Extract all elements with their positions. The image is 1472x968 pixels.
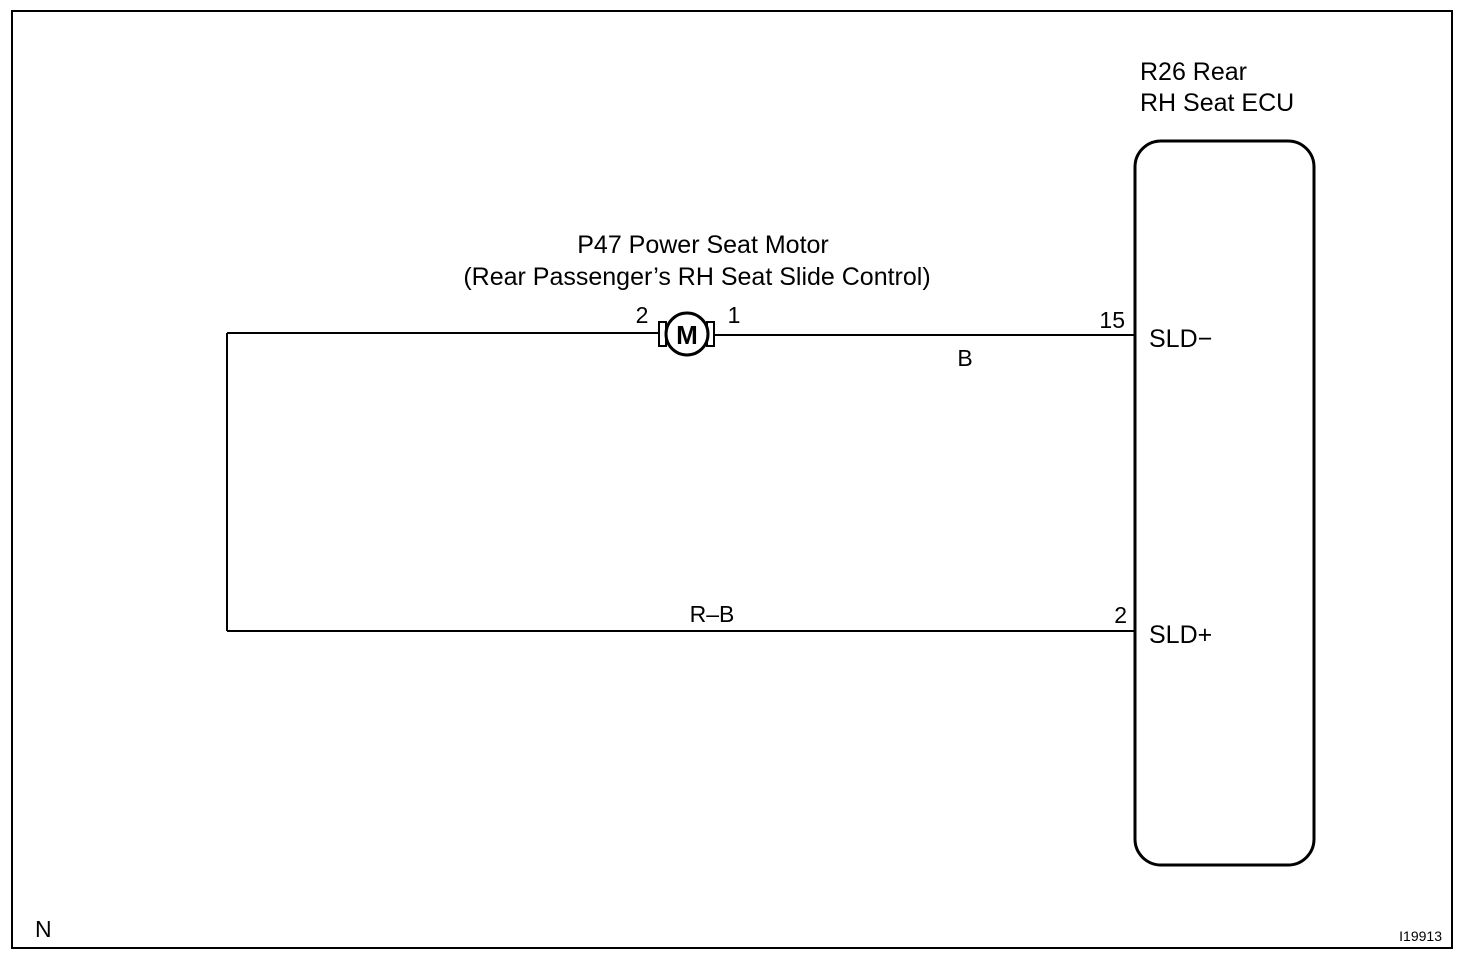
ecu-terminal-name-sld-minus: SLD−: [1149, 325, 1212, 353]
wire-r-b-color-label: R–B: [690, 601, 735, 627]
motor-m-label: M: [676, 320, 698, 350]
figure-id: I19913: [1399, 928, 1442, 944]
ecu-title-line1: R26 Rear: [1140, 58, 1247, 86]
ecu-terminal-pin-sld-minus: 15: [1099, 307, 1125, 333]
motor-pin-right: 1: [728, 302, 741, 328]
footer-left-mark: N: [35, 916, 52, 942]
ecu-box: [1133, 139, 1316, 867]
motor-title-line1: P47 Power Seat Motor: [577, 231, 829, 259]
ecu-title-line2: RH Seat ECU: [1140, 89, 1294, 117]
motor-symbol: M: [658, 311, 715, 357]
wire-b-color-label: B: [957, 345, 972, 371]
diagram-frame: [11, 10, 1453, 949]
ecu-terminal-pin-sld-plus: 2: [1114, 602, 1127, 628]
motor-circle: [664, 311, 710, 357]
motor-title-line2: (Rear Passenger’s RH Seat Slide Control): [463, 263, 930, 291]
ecu-terminal-name-sld-plus: SLD+: [1149, 621, 1212, 649]
motor-pin-left: 2: [636, 302, 649, 328]
wire-loop-left: [226, 332, 660, 631]
